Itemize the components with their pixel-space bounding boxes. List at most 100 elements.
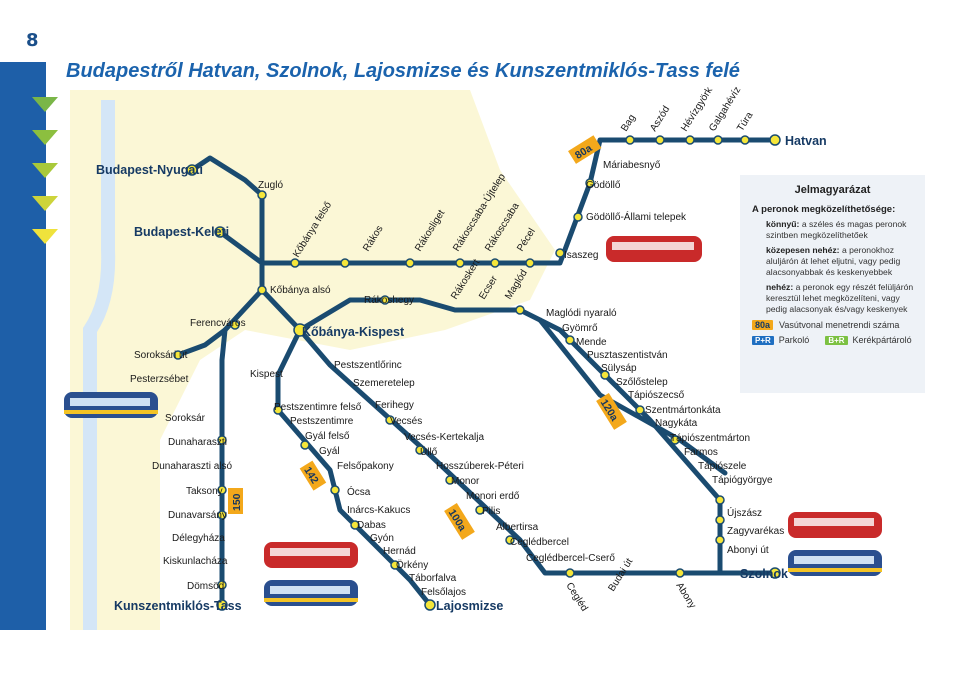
label-aszod: Aszód — [648, 104, 672, 133]
station-orkeny — [390, 560, 400, 570]
label-domsod: Dömsöd — [187, 581, 224, 592]
label-soroksar: Soroksár — [165, 413, 206, 424]
label-kobanya-also: Kőbánya alsó — [270, 285, 331, 296]
label-vecses-kertekalja: Vecsés-Kertekalja — [404, 432, 484, 443]
label-hatvan: Hatvan — [785, 134, 827, 148]
label-kobanya-kispest: Kőbánya-Kispest — [302, 325, 405, 339]
marker-5 — [32, 229, 58, 244]
label-szolnok: Szolnok — [740, 567, 788, 581]
badge-120a-bg — [596, 393, 627, 430]
legend-bike-label: Kerékpártároló — [852, 335, 912, 345]
legend-item-medium: közepesen nehéz: a peronokhoz aluljárón … — [766, 245, 901, 277]
station-ocsa — [330, 485, 340, 495]
train-red-top — [606, 236, 702, 262]
rail-lines — [175, 137, 778, 608]
station-gyal — [300, 440, 310, 450]
marker-3 — [32, 163, 58, 178]
page-number: 8 — [26, 30, 39, 51]
line-badges: 80a 120a 100a 142 150 — [228, 135, 627, 540]
badge-80a-bg — [568, 135, 602, 164]
label-abonyi-ut: Abonyi út — [727, 545, 769, 556]
label-mende: Mende — [576, 337, 607, 348]
label-dunavarsany: Dunavarsány — [168, 510, 227, 521]
label-mariabesnyo: Máriabesnyő — [603, 160, 661, 171]
station-cegled — [565, 568, 575, 578]
label-bag: Bag — [619, 113, 638, 134]
station-sulysap — [600, 370, 610, 380]
station-dunaharaszti — [217, 435, 227, 445]
legend-row-badge: 80a Vasútvonal menetrendi száma — [752, 320, 925, 330]
label-pestszentimre: Pestszentimre — [290, 416, 354, 427]
legend-badge-label: Vasútvonal menetrendi száma — [779, 320, 900, 330]
label-pusztaszentistvan: Pusztaszentistván — [587, 350, 668, 361]
station-zuglo — [257, 190, 267, 200]
page-title: Budapestről Hatvan, Szolnok, Lajosmizse … — [66, 60, 740, 82]
label-maglodi-nyaralo: Maglódi nyaraló — [546, 308, 617, 319]
legend-item-easy: könnyű: a széles és magas peronok szintb… — [766, 219, 907, 240]
station-rakos — [340, 258, 350, 268]
legend-box: Jelmagyarázat A peronok megközelíthetősé… — [740, 175, 925, 393]
marker-4 — [32, 196, 58, 211]
label-szemeretelep: Szemeretelep — [353, 378, 415, 389]
station-maglod — [515, 305, 525, 315]
station-pecel — [525, 258, 535, 268]
label-taborfalva: Táborfalva — [409, 573, 457, 584]
station-allami-telepek — [573, 212, 583, 222]
label-kiskunlachaza: Kiskunlacháza — [163, 556, 228, 567]
label-hernad: Hernád — [383, 546, 416, 557]
station-pilis — [475, 505, 485, 515]
park-ride-icon: P+R — [752, 335, 774, 345]
label-lajosmizse: Lajosmizse — [436, 599, 503, 613]
label-gyal-felso: Gyál felső — [305, 431, 350, 442]
station-kobanya-also — [257, 285, 267, 295]
station-galgaheviz — [713, 135, 723, 145]
station-soroksari-ut — [173, 350, 183, 360]
train-blue-right — [788, 550, 882, 576]
train-red-right — [788, 512, 882, 538]
station-zagyvarekas — [715, 535, 725, 545]
line-120a — [537, 317, 728, 476]
line-142 — [275, 327, 433, 608]
station-rakosliget — [405, 258, 415, 268]
label-felsolajos: Felsőlajos — [421, 587, 466, 598]
train-blue-left — [64, 392, 158, 418]
label-orkeny: Örkény — [396, 559, 428, 571]
label-dunaharaszti: Dunaharaszti — [168, 437, 227, 448]
label-allami-telepek: Gödöllő-Állami telepek — [586, 210, 687, 223]
sidebar-markers — [32, 97, 58, 244]
legend-item-hard: nehéz: a peronok egy részét felüljárón k… — [766, 282, 914, 314]
label-ullo: Üllő — [420, 446, 438, 458]
station-keleti — [214, 226, 226, 238]
label-ceglédbercel-csero: Ceglédbercel-Cserő — [526, 553, 615, 564]
station-rakoscsaba — [490, 258, 500, 268]
city-area — [70, 90, 555, 630]
marker-2 — [32, 130, 58, 145]
badge-150: 150 — [231, 493, 243, 511]
station-ullo — [415, 445, 425, 455]
label-dabas: Dabas — [357, 520, 386, 531]
station-vecses — [385, 415, 395, 425]
bike-ride-icon: B+R — [825, 335, 848, 345]
label-delegyhaza: Délegyháza — [172, 533, 225, 544]
station-ferencvaros — [230, 320, 240, 330]
station-gyomro — [565, 335, 575, 345]
label-ferencvaros: Ferencváros — [190, 318, 246, 329]
line-keleti — [217, 229, 265, 266]
label-tura: Túra — [735, 110, 755, 134]
station-hatvan — [769, 134, 781, 146]
label-albertirsa: Albertirsa — [496, 522, 539, 533]
line-szolnok — [259, 260, 778, 576]
label-kunszentmiklos: Kunszentmiklós-Tass — [114, 599, 242, 613]
station-bag — [625, 135, 635, 145]
legend-title: Jelmagyarázat — [794, 184, 871, 196]
label-pesterzsebet: Pesterzsébet — [130, 374, 189, 385]
marker-1 — [32, 97, 58, 112]
label-felsopakony: Felsőpakony — [337, 461, 394, 472]
label-tapioszele: Tápiószele — [698, 461, 747, 472]
legend-row-parking: P+R Parkoló B+R Kerékpártároló — [752, 335, 925, 345]
station-pestszentimre — [273, 405, 283, 415]
terminal-labels: Budapest-Nyugati Budapest-Keleti Kőbánya… — [96, 134, 827, 613]
label-ceglédbercel: Ceglédbercel — [510, 537, 569, 548]
label-gyal: Gyál — [319, 446, 340, 457]
label-szolostelep: Szőlőstelep — [616, 377, 668, 388]
